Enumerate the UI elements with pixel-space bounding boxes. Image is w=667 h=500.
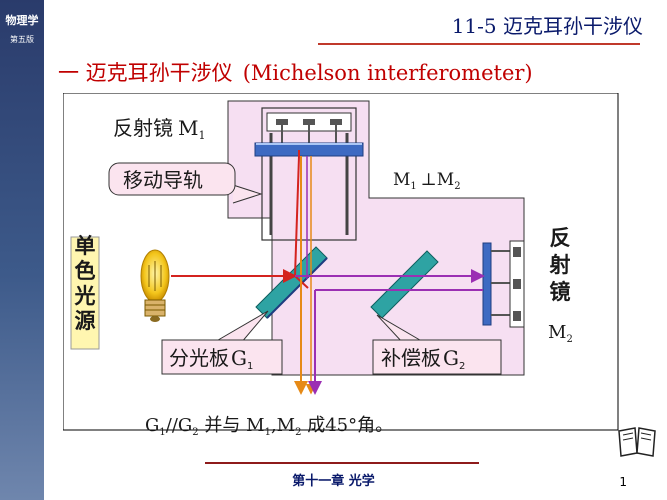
vertical-char: 反 bbox=[550, 226, 571, 250]
mirror2 bbox=[482, 242, 492, 326]
rail-label-box bbox=[108, 162, 236, 196]
page-number: 1 bbox=[619, 475, 627, 489]
source-label: 单色光源 bbox=[74, 234, 96, 333]
vertical-char: 光 bbox=[74, 284, 96, 308]
source-label-box bbox=[70, 236, 100, 350]
vertical-char: 色 bbox=[75, 259, 96, 283]
book-icon[interactable] bbox=[617, 425, 657, 459]
logo: 物理学 第五版 bbox=[0, 0, 44, 64]
mirror2-symbol: M2 bbox=[548, 322, 573, 345]
light-bulb-icon bbox=[140, 249, 170, 322]
g2-label-box bbox=[372, 339, 502, 375]
logo-line2: 第五版 bbox=[10, 35, 34, 44]
compensator-g2 bbox=[370, 250, 439, 319]
light-rays bbox=[171, 150, 485, 395]
footer-chapter: 第十一章 光学 bbox=[292, 474, 375, 489]
caption: G1//G2 并与 M1,M2 成45°角。 bbox=[145, 415, 393, 438]
rail-callout-pointer bbox=[232, 184, 263, 204]
header-divider bbox=[318, 43, 640, 45]
vertical-char: 源 bbox=[75, 309, 96, 333]
mirror2-mount bbox=[482, 240, 525, 328]
section-title: 11-5 迈克耳孙干涉仪 bbox=[451, 14, 643, 38]
g2-callout-pointer bbox=[376, 314, 426, 344]
vertical-char: 射 bbox=[549, 253, 571, 277]
mirror1-mount bbox=[261, 107, 357, 241]
logo-line1: 物理学 bbox=[5, 14, 39, 27]
sidebar-stripe bbox=[0, 0, 44, 500]
footer-divider bbox=[205, 462, 479, 464]
g1-callout-pointer bbox=[212, 310, 269, 344]
vertical-char: 镜 bbox=[550, 280, 571, 304]
g1-label-box bbox=[161, 339, 283, 375]
vertical-char: 单 bbox=[75, 234, 96, 258]
title-cn: 一 迈克耳孙干涉仪 bbox=[58, 61, 233, 85]
mirror2-label: 反射镜 bbox=[549, 226, 571, 304]
perpendicular-label: M1⊥M2 bbox=[393, 170, 461, 192]
title-en: (Michelson interferometer) bbox=[242, 61, 533, 85]
page-title: 一 迈克耳孙干涉仪 (Michelson interferometer) bbox=[58, 57, 533, 87]
rail-label: 移动导轨 bbox=[123, 168, 203, 192]
